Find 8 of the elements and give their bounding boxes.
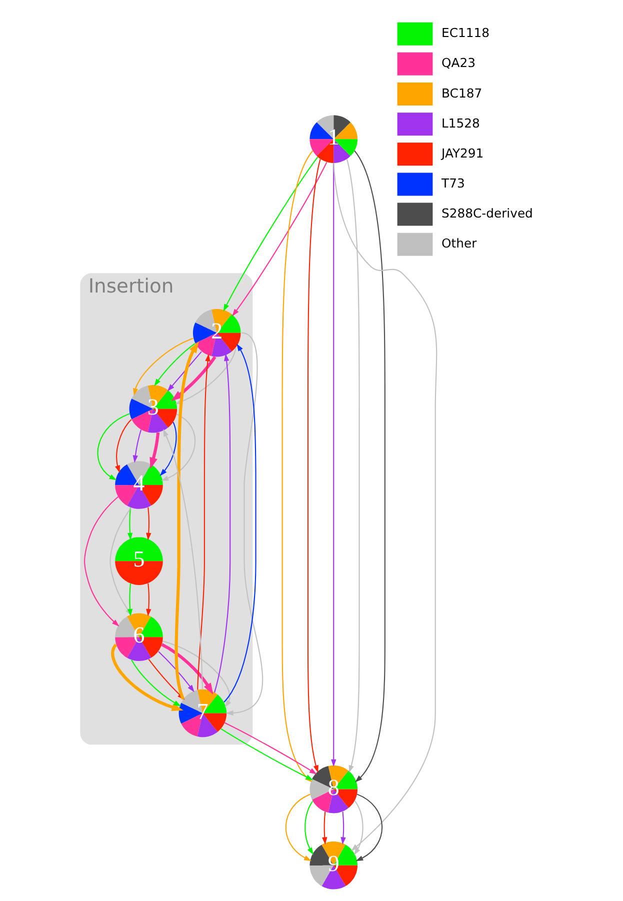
legend-label: T73 [442, 176, 465, 191]
legend-label: L1528 [442, 116, 480, 130]
legend-label: JAY291 [442, 146, 484, 160]
legend-label: BC187 [442, 86, 482, 100]
legend-label: Other [442, 236, 477, 251]
legend-label: QA23 [442, 56, 476, 70]
legend-label: S288C-derived [442, 206, 533, 221]
legend-label: EC1118 [442, 26, 490, 40]
